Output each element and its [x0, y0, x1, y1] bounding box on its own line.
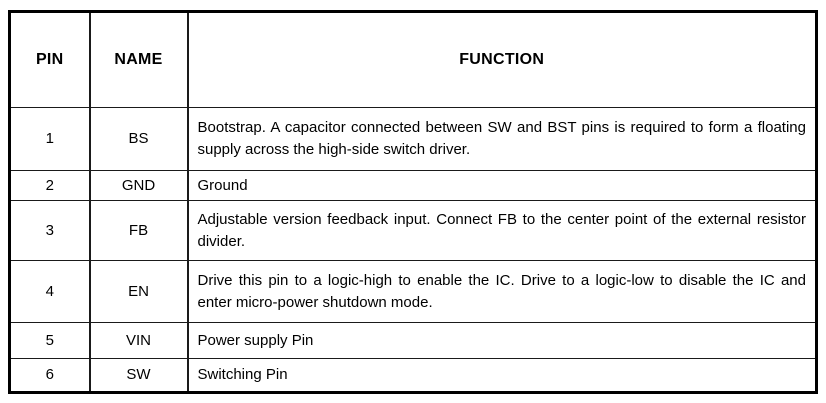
pin-function-cell: Switching Pin [186, 358, 818, 393]
pin-name-cell: FB [88, 200, 189, 261]
table-row: 1 BS Bootstrap. A capacitor connected be… [8, 107, 818, 171]
pin-number-cell: 4 [8, 260, 91, 323]
pin-function-cell: Drive this pin to a logic-high to enable… [186, 260, 818, 323]
pin-number-cell: 1 [8, 107, 91, 171]
table-header-row: PIN NAME FUNCTION [8, 11, 818, 108]
pin-function-cell: Adjustable version feedback input. Conne… [186, 200, 818, 261]
pin-number-cell: 2 [8, 170, 91, 201]
pin-name-cell: GND [88, 170, 189, 201]
pin-name-cell: VIN [88, 322, 189, 359]
table-row: 3 FB Adjustable version feedback input. … [8, 200, 818, 261]
table-row: 2 GND Ground [8, 170, 818, 201]
header-pin: PIN [8, 11, 91, 108]
table-row: 4 EN Drive this pin to a logic-high to e… [8, 260, 818, 323]
pin-name-cell: EN [88, 260, 189, 323]
pin-function-cell: Power supply Pin [186, 322, 818, 359]
pin-name-cell: SW [88, 358, 189, 393]
pin-number-cell: 6 [8, 358, 91, 393]
pin-function-table: PIN NAME FUNCTION 1 BS Bootstrap. A capa… [8, 10, 818, 394]
table-row: 6 SW Switching Pin [8, 358, 818, 393]
table-row: 5 VIN Power supply Pin [8, 322, 818, 359]
pin-number-cell: 5 [8, 322, 91, 359]
pin-number-cell: 3 [8, 200, 91, 261]
pin-function-cell: Bootstrap. A capacitor connected between… [186, 107, 818, 171]
header-name: NAME [88, 11, 189, 108]
pin-name-cell: BS [88, 107, 189, 171]
pin-function-cell: Ground [186, 170, 818, 201]
header-function: FUNCTION [186, 11, 818, 108]
